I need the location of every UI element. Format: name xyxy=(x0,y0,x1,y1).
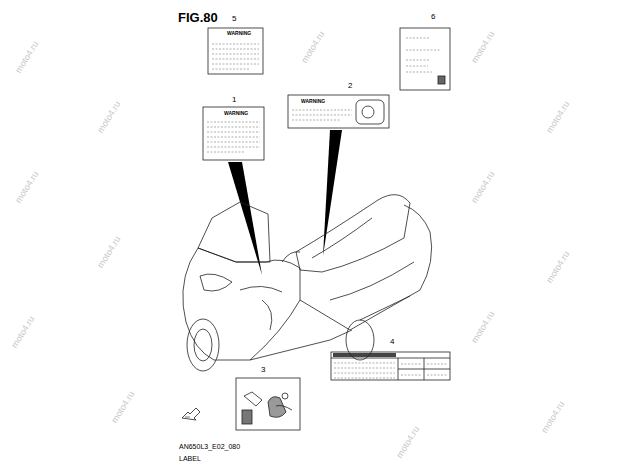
watermark: moto4.ru xyxy=(470,30,496,65)
watermark: moto4.ru xyxy=(540,400,566,435)
watermark: moto4.ru xyxy=(395,425,421,460)
callout-number: 3 xyxy=(260,366,266,374)
watermark: moto4.ru xyxy=(10,315,36,350)
watermark: moto4.ru xyxy=(545,100,571,135)
watermark: moto4.ru xyxy=(96,100,122,135)
callout-number: 4 xyxy=(389,338,395,346)
watermark: moto4.ru xyxy=(96,235,122,270)
watermark: moto4.ru xyxy=(14,170,40,205)
figure-title: FIG.80 xyxy=(178,11,218,24)
watermark: moto4.ru xyxy=(300,30,326,65)
callout-number: 5 xyxy=(231,15,237,23)
figure-caption: LABEL xyxy=(178,455,202,462)
watermark: moto4.ru xyxy=(14,40,40,75)
watermark: moto4.ru xyxy=(545,250,571,285)
figure-code: AN650L3_E02_080 xyxy=(178,443,241,450)
label-heading: WARNING xyxy=(223,111,249,116)
watermark: moto4.ru xyxy=(470,170,496,205)
label-heading: WARNING xyxy=(226,31,252,36)
watermark: moto4.ru xyxy=(470,310,496,345)
callout-number: 2 xyxy=(347,82,353,90)
watermark: moto4.ru xyxy=(110,390,136,425)
callout-number: 6 xyxy=(430,13,436,21)
label-heading: WARNING xyxy=(300,99,326,104)
callout-number: 1 xyxy=(231,96,237,104)
